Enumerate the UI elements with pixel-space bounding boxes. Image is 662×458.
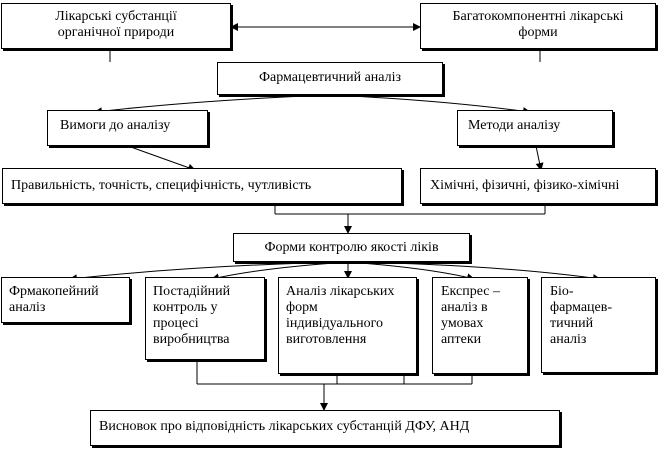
multicomponent-label: Багатокомпонентні лікарські форми (452, 9, 624, 40)
pharmacopoeia-box: Фрмакопейний аналіз (1, 277, 130, 323)
organic-label: Лікарські субстанції органічної природи (55, 9, 177, 40)
multicomponent-box: Багатокомпонентні лікарські форми (420, 3, 656, 49)
pharma-analysis-box: Фармацевтичний аналіз (217, 62, 443, 95)
chemical-label: Хімічні, фізичні, фізико-хімічні (430, 178, 620, 193)
organic-box: Лікарські субстанції органічної природи (1, 3, 231, 49)
stagewise-label: Постадійний контроль у процесі виробницт… (153, 284, 231, 347)
requirements-label: Вимоги до аналізу (60, 118, 171, 133)
biopharm-box: Біо- фармацев- тичний аналіз (541, 277, 656, 373)
express-label: Експрес – аналіз в умовах аптеки (441, 284, 500, 347)
conclusion-label: Висновок про відповідність лікарських су… (99, 419, 470, 434)
chemical-box: Хімічні, фізичні, фізико-хімічні (420, 168, 656, 204)
conclusion-box: Висновок про відповідність лікарських су… (90, 410, 560, 446)
correctness-label: Правильність, точність, специфічність, ч… (11, 178, 312, 193)
arrow-to-chemical (535, 145, 544, 171)
methods-label: Методи аналізу (468, 118, 561, 133)
arrow-to-methods (329, 94, 531, 116)
correctness-box: Правильність, точність, специфічність, ч… (2, 168, 402, 204)
arrow-to-correctness (127, 145, 196, 172)
control-forms-box: Форми контролю якості ліків (233, 233, 470, 262)
requirements-box: Вимоги до аналізу (47, 110, 208, 146)
individual-label: Аналіз лікарських форм індивідуального в… (286, 284, 395, 347)
pharma-analysis-label: Фармацевтичний аналіз (258, 70, 402, 85)
methods-box: Методи аналізу (457, 110, 613, 146)
individual-box: Аналіз лікарських форм індивідуального в… (278, 277, 417, 374)
pharmacopoeia-label: Фрмакопейний аналіз (9, 284, 99, 315)
control-forms-label: Форми контролю якості ліків (264, 240, 439, 255)
biopharm-label: Біо- фармацев- тичний аналіз (550, 284, 613, 347)
stagewise-box: Постадійний контроль у процесі виробницт… (145, 277, 265, 360)
arrow-to-requirements (94, 94, 331, 116)
express-box: Експрес – аналіз в умовах аптеки (432, 277, 528, 374)
